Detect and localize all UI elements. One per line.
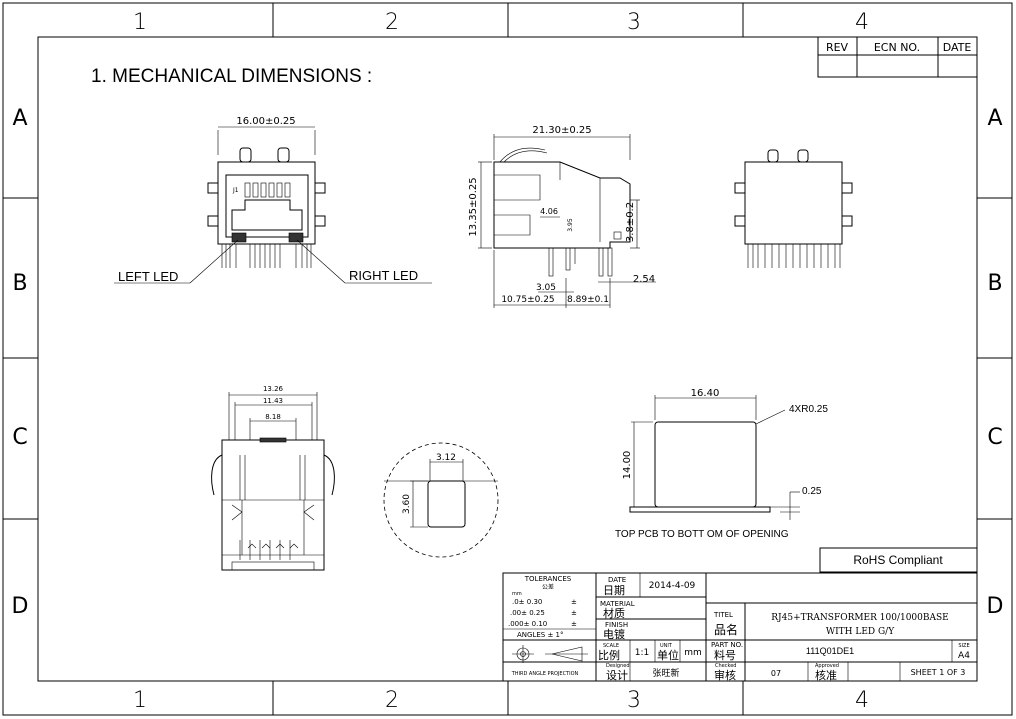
dim-13-26: 13.26 — [263, 385, 284, 393]
title-block: TOLERANCES 公差 mm .0± 0.30 ± .00± 0.25 ± … — [502, 572, 978, 682]
approved-label: Approved — [815, 663, 839, 669]
unit-label: UNIT — [660, 643, 673, 649]
row-label-d: D — [12, 594, 29, 619]
date-label: DATE — [608, 576, 626, 584]
date-value: 2014-4-09 — [649, 581, 696, 591]
rev-header: REV — [826, 41, 849, 54]
scale-label: SCALE — [603, 643, 619, 649]
tolerance-3-pm: ± — [571, 620, 577, 628]
ecn-header: ECN NO. — [874, 41, 920, 54]
column-label-1: 1 — [133, 10, 147, 35]
tolerance-2-pm: ± — [571, 609, 577, 617]
approved-cn: 核准 — [815, 668, 837, 682]
designed-cn: 设计 — [606, 669, 628, 682]
column-label-3-bottom: 3 — [627, 688, 641, 713]
front-view: 16.00±0.25 J1 — [114, 116, 432, 284]
projection-symbol-icon — [512, 645, 588, 663]
dim-10-75: 10.75±0.25 — [501, 295, 554, 305]
side-width-dim: 21.30±0.25 — [532, 125, 591, 136]
date-cn: 日期 — [603, 584, 625, 597]
rohs-label: RoHS Compliant — [853, 553, 943, 567]
tolerance-1: .0± 0.30 — [512, 598, 542, 606]
checked-cn: 审核 — [714, 668, 736, 682]
checked-value: 07 — [771, 669, 781, 678]
tolerances-mm: mm — [512, 591, 522, 597]
dim-3-60: 3.60 — [402, 494, 412, 514]
titel-value-2: WITH LED G/Y — [826, 627, 895, 637]
column-label-1-bottom: 1 — [133, 688, 147, 713]
size-label: SIZE — [958, 643, 969, 649]
row-label-c: C — [12, 425, 27, 450]
finish-cn: 电镀 — [603, 627, 625, 641]
column-label-4-bottom: 4 — [855, 688, 869, 713]
part-no-cn: 料号 — [714, 648, 736, 662]
designed-label: Designed — [606, 663, 630, 669]
tolerance-1-pm: ± — [571, 598, 577, 606]
rear-view — [734, 149, 853, 268]
tolerances-label: TOLERANCES — [524, 575, 572, 583]
sheet-number: SHEET 1 OF 3 — [911, 668, 966, 677]
corner-radius-note: 4XR0.25 — [789, 404, 828, 415]
checked-label: Checked — [715, 663, 736, 669]
offset-dim: 0.25 — [802, 486, 822, 497]
detail-view: 3.12 3.60 — [383, 442, 499, 558]
dim-2-54: 2.54 — [633, 274, 655, 285]
material-label: MATERIAL — [600, 600, 635, 608]
dim-8-89: 8.89±0.1 — [567, 295, 609, 305]
part-no-value: 111Q01DE1 — [806, 646, 854, 656]
row-label-b-right: B — [987, 271, 1002, 296]
titel-value-1: RJ45+TRANSFORMER 100/1000BASE — [771, 613, 948, 623]
dim-3-12: 3.12 — [436, 453, 456, 463]
row-label-d-right: D — [987, 594, 1004, 619]
right-led-label: RIGHT LED — [349, 268, 418, 283]
row-label-a-right: A — [987, 106, 1002, 131]
date-header: DATE — [943, 41, 972, 54]
revision-table: REV ECN NO. DATE — [817, 36, 978, 78]
dim-3-95: 3.95 — [567, 218, 574, 232]
front-width-dim: 16.00±0.25 — [236, 116, 295, 127]
size-value: A4 — [958, 651, 970, 661]
projection-label: THIRD ANGLE PROJECTION — [511, 671, 579, 677]
row-label-b: B — [12, 271, 27, 296]
left-led-label: LEFT LED — [118, 269, 178, 284]
finish-label: FINISH — [605, 621, 628, 629]
unit-cn: 单位 — [657, 648, 679, 662]
dim-4-06: 4.06 — [540, 207, 558, 216]
row-label-a: A — [12, 106, 27, 131]
cutout-note: TOP PCB TO BOTT OM OF OPENING — [615, 529, 789, 540]
panel-cutout-view: 16.40 14.00 4XR0.25 0.25 TOP PCB TO BOTT… — [615, 388, 828, 540]
column-label-2-bottom: 2 — [385, 688, 399, 713]
tolerance-2: .00± 0.25 — [510, 609, 545, 617]
j1-label: J1 — [232, 187, 239, 194]
column-label-3: 3 — [627, 10, 641, 35]
dim-8-18: 8.18 — [265, 413, 281, 421]
part-no-label: PART NO. — [711, 641, 743, 649]
rohs-box: RoHS Compliant — [819, 547, 978, 573]
cutout-height-dim: 14.00 — [622, 451, 633, 480]
angles-tolerance: ANGLES ± 1° — [517, 631, 563, 639]
row-label-c-right: C — [987, 425, 1002, 450]
material-cn: 材质 — [603, 606, 625, 620]
page-title: 1. MECHANICAL DIMENSIONS : — [91, 66, 372, 87]
unit-value: mm — [684, 648, 702, 658]
side-view: 21.30±0.25 13.35±0.25 4.06 3.95 3.8±0.2 — [468, 125, 656, 308]
side-height-dim: 13.35±0.25 — [468, 177, 479, 236]
pcb-footprint-view: 13.26 11.43 8.18 — [211, 385, 335, 571]
column-label-4: 4 — [855, 10, 869, 35]
designer-name: 张旺新 — [652, 667, 679, 679]
scale-value: 1:1 — [635, 648, 649, 658]
column-label-2: 2 — [385, 10, 399, 35]
tolerance-3: .000± 0.10 — [508, 620, 547, 628]
scale-cn: 比例 — [598, 648, 620, 662]
dim-3-05: 3.05 — [536, 283, 556, 293]
dim-3-8: 3.8±0.2 — [625, 202, 636, 242]
tolerances-cn: 公差 — [542, 583, 554, 591]
cutout-width-dim: 16.40 — [691, 388, 720, 399]
dim-11-43: 11.43 — [263, 397, 283, 405]
zone-labels: 1 2 3 4 1 2 3 4 A B C D A B C D — [12, 10, 1004, 713]
titel-cn: 品名 — [714, 622, 738, 637]
titel-label: TITEL — [713, 611, 733, 619]
